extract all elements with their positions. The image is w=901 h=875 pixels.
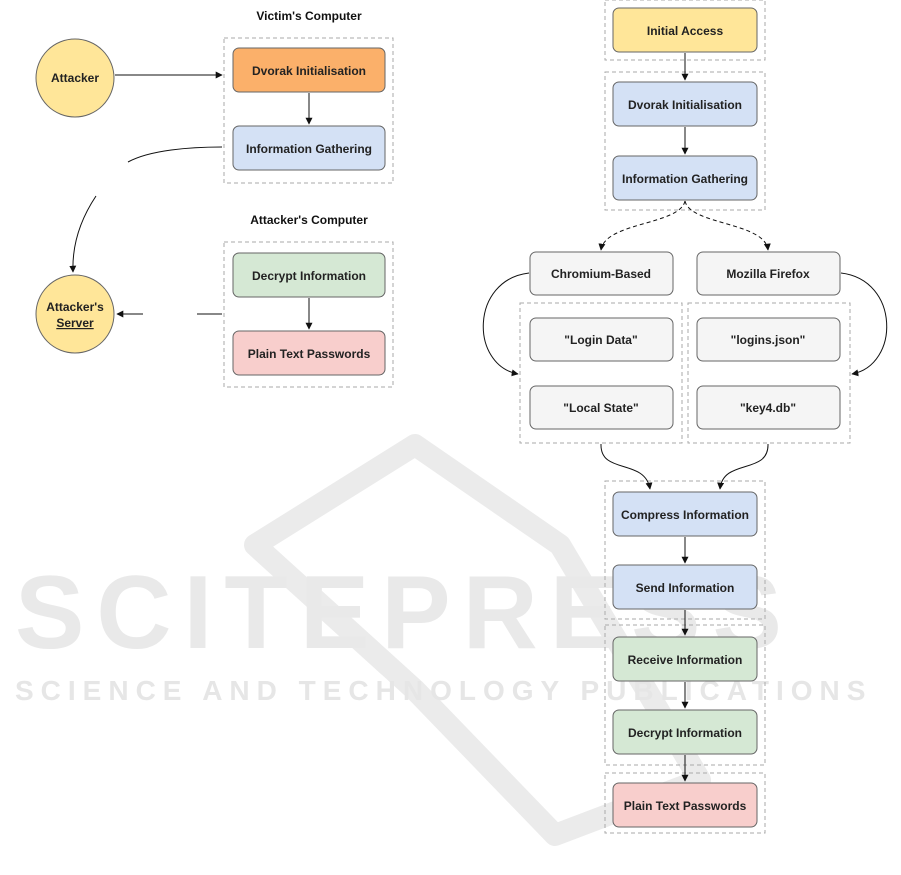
right-plain-text-box[interactable]: Plain Text Passwords: [612, 782, 758, 828]
left-diagram: Victim's Computer Attacker's Computer At…: [35, 9, 394, 388]
server-label-line1: Attacker's: [46, 300, 104, 314]
attacker-computer-group: [223, 241, 394, 388]
right-plain-text-label: Plain Text Passwords: [624, 799, 747, 813]
watermark-book-shape: [244, 434, 711, 846]
dashed-arrow-info-to-chromium: [598, 200, 686, 251]
login-data-label: "Login Data": [564, 333, 637, 347]
left-decrypt-info-label: Decrypt Information: [252, 269, 366, 283]
right-info-gathering-box[interactable]: Information Gathering: [612, 155, 758, 201]
send-info-label: Send Information: [636, 581, 735, 595]
receive-info-label: Receive Information: [628, 653, 743, 667]
attackers-server-node[interactable]: Attacker's Server: [35, 274, 115, 354]
server-label-line2: Server: [56, 316, 94, 330]
receive-info-box[interactable]: Receive Information: [612, 636, 758, 682]
curve-chromium-to-files: [482, 272, 530, 377]
dashed-arrow-info-to-firefox: [684, 200, 771, 251]
group-firefox-files: [687, 302, 851, 444]
right-info-gathering-label: Information Gathering: [622, 172, 748, 186]
curve-info-to-server-part1: [127, 146, 223, 163]
left-dvorak-init-box[interactable]: Dvorak Initialisation: [232, 47, 386, 93]
attacker-computer-title: Attacker's Computer: [250, 213, 368, 227]
key4-db-box[interactable]: "key4.db": [696, 385, 841, 430]
attacker-node-label: Attacker: [51, 71, 99, 85]
left-plain-text-box[interactable]: Plain Text Passwords: [232, 330, 386, 376]
curve-info-to-server-part2: [69, 195, 97, 273]
right-decrypt-info-box[interactable]: Decrypt Information: [612, 709, 758, 755]
chromium-box[interactable]: Chromium-Based: [529, 251, 674, 296]
compress-info-box[interactable]: Compress Information: [612, 491, 758, 537]
local-state-label: "Local State": [563, 401, 638, 415]
send-info-box[interactable]: Send Information: [612, 564, 758, 610]
local-state-box[interactable]: "Local State": [529, 385, 674, 430]
left-dvorak-init-label: Dvorak Initialisation: [252, 64, 366, 78]
attacker-node[interactable]: Attacker: [35, 38, 115, 118]
initial-access-label: Initial Access: [647, 24, 724, 38]
initial-access-box[interactable]: Initial Access: [612, 7, 758, 53]
victim-computer-group: [223, 37, 394, 184]
curve-firefox-files-to-compress: [717, 443, 769, 490]
logins-json-label: "logins.json": [731, 333, 806, 347]
key4-db-label: "key4.db": [740, 401, 796, 415]
left-info-gathering-label: Information Gathering: [246, 142, 372, 156]
left-info-gathering-box[interactable]: Information Gathering: [232, 125, 386, 171]
firefox-box[interactable]: Mozilla Firefox: [696, 251, 841, 296]
compress-info-label: Compress Information: [621, 508, 749, 522]
right-decrypt-info-label: Decrypt Information: [628, 726, 742, 740]
left-plain-text-label: Plain Text Passwords: [248, 347, 371, 361]
firefox-label: Mozilla Firefox: [726, 267, 810, 281]
group-chromium-files: [519, 302, 683, 444]
right-dvorak-init-label: Dvorak Initialisation: [628, 98, 742, 112]
curve-chromium-files-to-compress: [600, 443, 653, 490]
left-decrypt-info-box[interactable]: Decrypt Information: [232, 252, 386, 298]
chromium-label: Chromium-Based: [551, 267, 651, 281]
group-initial-access: [604, 0, 766, 61]
victim-computer-title: Victim's Computer: [256, 9, 362, 23]
right-dvorak-init-box[interactable]: Dvorak Initialisation: [612, 81, 758, 127]
login-data-box[interactable]: "Login Data": [529, 317, 674, 362]
curve-firefox-to-files: [840, 272, 888, 377]
logins-json-box[interactable]: "logins.json": [696, 317, 841, 362]
right-diagram: Initial Access Dvorak Initialisation Inf…: [482, 0, 888, 834]
